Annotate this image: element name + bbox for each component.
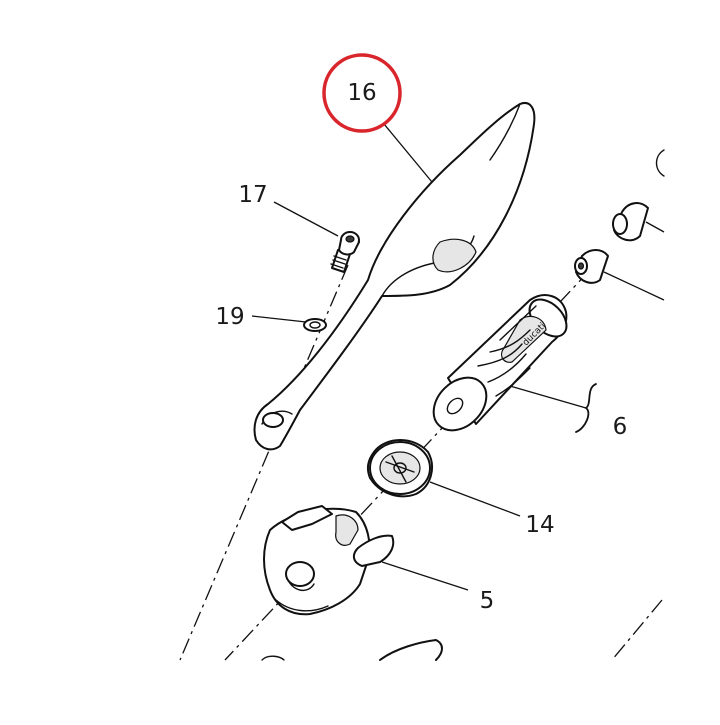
highlight-circle [322,53,402,133]
grip-part-6[interactable]: ducati [423,293,597,441]
axis-lower-right [611,599,663,661]
bottom-partial-parts [261,639,443,661]
callout-14[interactable]: 14 [525,512,554,538]
callout-5[interactable]: 5 [480,588,495,614]
callout-19[interactable]: 19 [215,304,244,330]
washer-part-19[interactable] [303,318,327,332]
mirror-arm-part-16[interactable] [253,102,536,451]
cable-end-parts[interactable] [574,149,665,301]
callout-labels: 16 17 19 6 14 5 [215,80,627,614]
callout-6[interactable]: 6 [613,414,628,440]
screw-part-17[interactable] [330,231,360,273]
callout-17[interactable]: 17 [238,182,267,208]
callout-leaders [251,123,433,323]
callout-16[interactable]: 16 [347,80,376,106]
housing-part-5[interactable] [263,505,469,616]
bushing-part-14[interactable] [366,439,521,517]
